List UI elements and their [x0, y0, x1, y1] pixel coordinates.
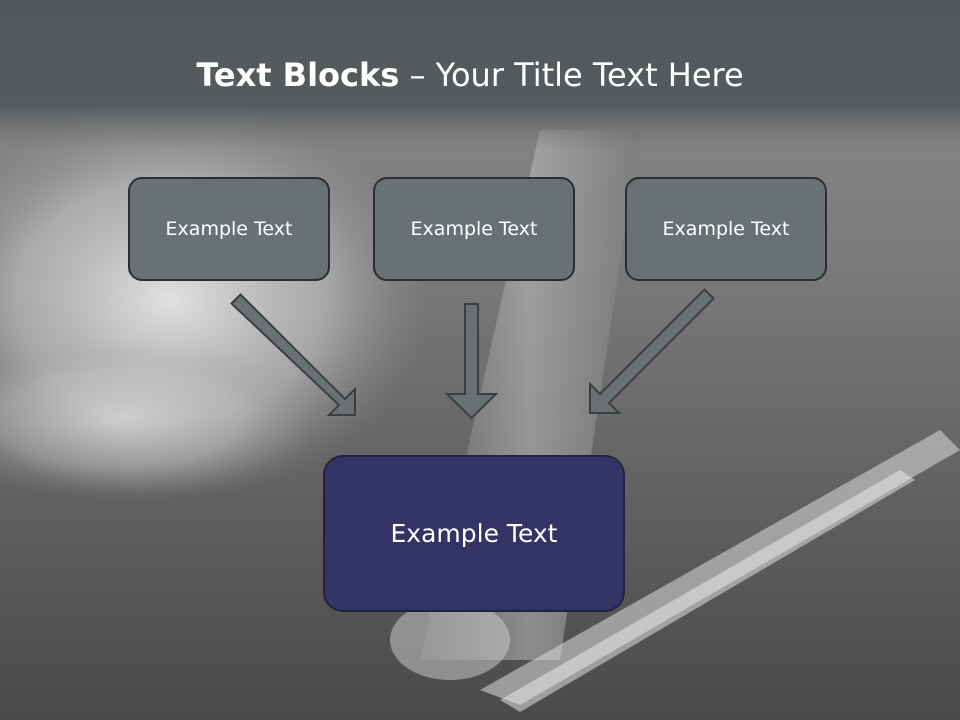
- title-bold-part: Text Blocks: [196, 56, 400, 94]
- arrow-left-down-right: [230, 293, 356, 416]
- title-separator: –: [399, 56, 436, 94]
- slide-title: Text Blocks – Your Title Text Here: [0, 50, 940, 100]
- text-block-center-label: Example Text: [390, 519, 558, 548]
- header-band: [0, 0, 960, 150]
- text-block-right-label: Example Text: [662, 218, 790, 240]
- title-rest: Your Title Text Here: [435, 56, 744, 94]
- arrow-right-down-left: [589, 288, 715, 414]
- text-block-middle-label: Example Text: [410, 218, 538, 240]
- text-block-right: Example Text: [625, 177, 827, 281]
- text-block-center: Example Text: [323, 455, 625, 612]
- text-block-left-label: Example Text: [165, 218, 293, 240]
- text-block-middle: Example Text: [373, 177, 575, 281]
- text-block-left: Example Text: [128, 177, 330, 281]
- arrow-middle-down: [444, 303, 499, 420]
